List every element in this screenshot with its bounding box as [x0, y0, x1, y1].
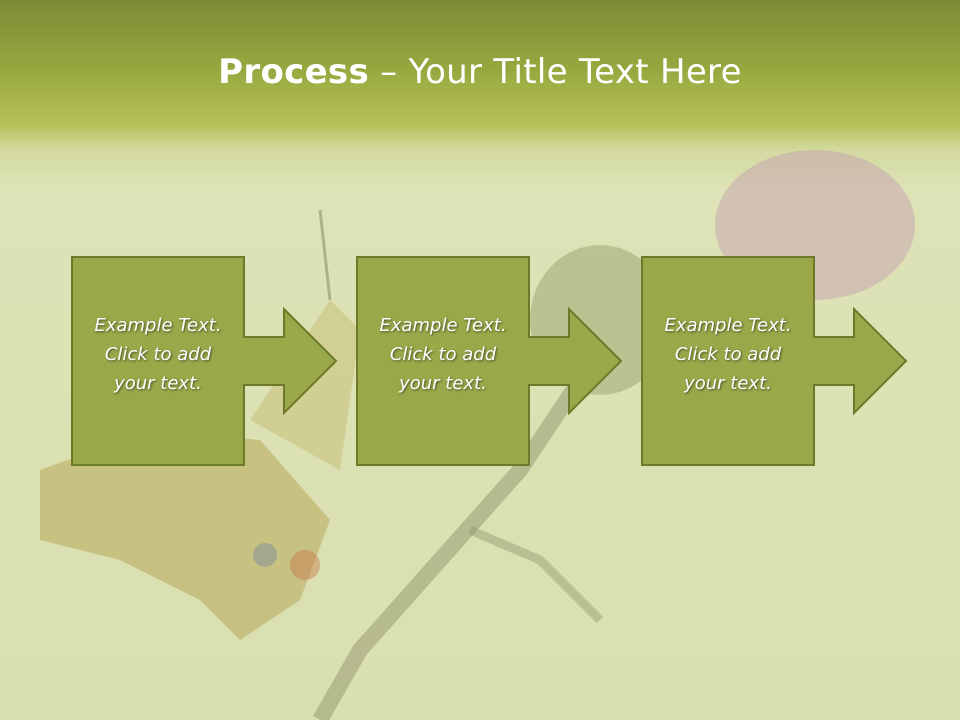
butterfly-spot: [290, 550, 320, 580]
step-3-line-3: your text.: [684, 373, 772, 394]
butterfly-antenna: [318, 209, 332, 301]
step-3-shape: [641, 256, 908, 466]
step-3-line-2: Click to add: [674, 344, 782, 365]
step-3-line-1: Example Text.: [664, 315, 792, 336]
process-step-3[interactable]: Example Text. Click to add your text.: [641, 256, 960, 467]
step-1-text: Example Text. Click to add your text.: [72, 311, 244, 398]
step-2-text: Example Text. Click to add your text.: [357, 311, 529, 398]
step-1-line-3: your text.: [114, 373, 202, 394]
process-step-2[interactable]: Example Text. Click to add your text.: [356, 256, 697, 467]
thistle-branch: [468, 525, 604, 624]
step-2-line-1: Example Text.: [379, 315, 507, 336]
step-1-shape: [71, 256, 338, 466]
slide-title[interactable]: Process – Your Title Text Here: [0, 52, 960, 92]
step-1-line-2: Click to add: [104, 344, 212, 365]
process-step-1[interactable]: Example Text. Click to add your text.: [71, 256, 412, 467]
step-2-line-2: Click to add: [389, 344, 497, 365]
title-bold: Process: [218, 52, 370, 92]
step-3-text: Example Text. Click to add your text.: [642, 311, 814, 398]
step-2-shape: [356, 256, 623, 466]
thistle-stem: [313, 375, 587, 720]
title-rest: – Your Title Text Here: [369, 52, 742, 92]
butterfly-wing: [40, 430, 330, 640]
butterfly-spot-blue: [253, 543, 277, 567]
step-2-line-3: your text.: [399, 373, 487, 394]
step-1-line-1: Example Text.: [94, 315, 222, 336]
